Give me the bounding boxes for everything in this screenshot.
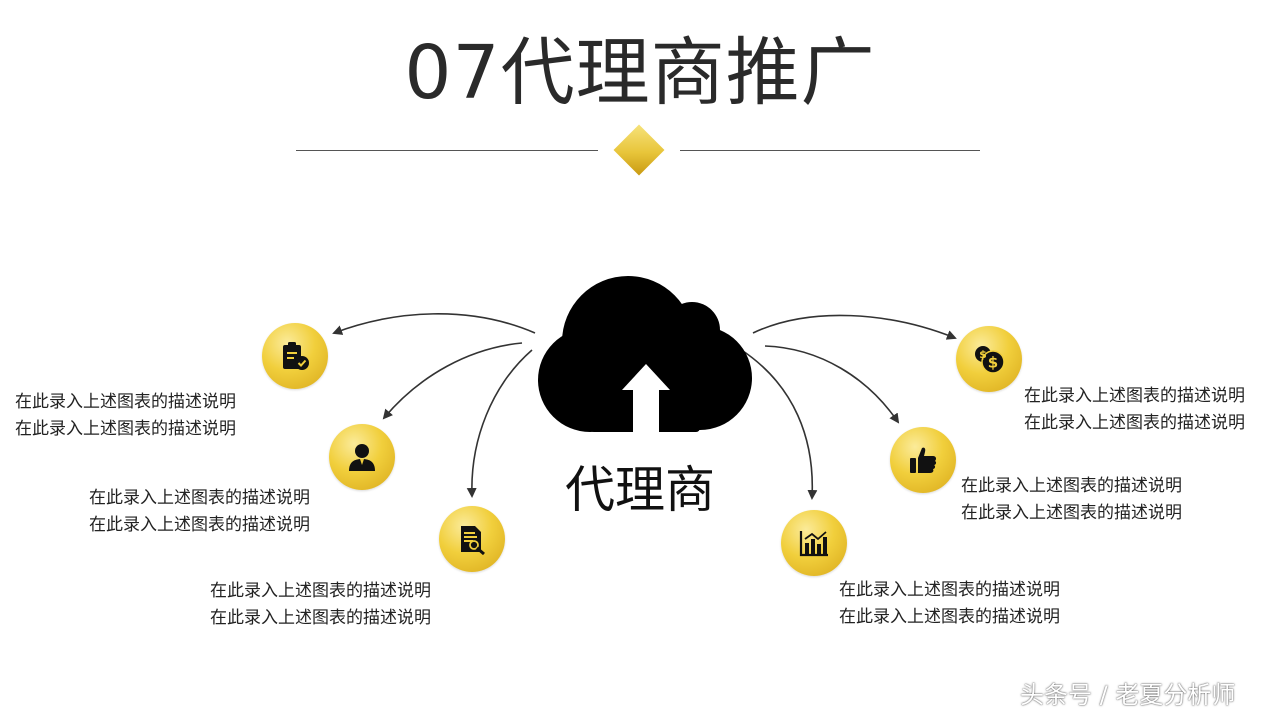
item-4-description: 在此录入上述图表的描述说明 在此录入上述图表的描述说明 [839, 577, 1060, 631]
arrow-to-item-1 [332, 313, 536, 335]
item-5-node [890, 427, 956, 493]
item-4-line-2: 在此录入上述图表的描述说明 [839, 607, 1060, 627]
item-5-line-2: 在此录入上述图表的描述说明 [961, 503, 1182, 523]
item-2-line-1: 在此录入上述图表的描述说明 [89, 488, 310, 508]
svg-text:$: $ [988, 354, 998, 372]
item-1-node [262, 323, 328, 389]
item-5-description: 在此录入上述图表的描述说明 在此录入上述图表的描述说明 [961, 473, 1182, 527]
item-4-line-1: 在此录入上述图表的描述说明 [839, 580, 1060, 600]
item-1-line-1: 在此录入上述图表的描述说明 [15, 392, 236, 412]
item-6-node: $ $ [956, 326, 1022, 392]
coins-dollar-icon: $ $ [975, 346, 1005, 374]
center-label: 代理商 [565, 461, 715, 519]
arrow-to-item-4 [739, 348, 818, 500]
item-2-line-2: 在此录入上述图表的描述说明 [89, 515, 310, 535]
page-title: 07代理商推广 [404, 30, 876, 116]
item-1-line-2: 在此录入上述图表的描述说明 [15, 419, 236, 439]
watermark: 头条号 / 老夏分析师 [1020, 681, 1236, 709]
item-3-description: 在此录入上述图表的描述说明 在此录入上述图表的描述说明 [210, 578, 431, 632]
item-3-line-2: 在此录入上述图表的描述说明 [210, 608, 431, 628]
item-1-description: 在此录入上述图表的描述说明 在此录入上述图表的描述说明 [15, 389, 236, 443]
item-4-node [781, 510, 847, 576]
thumbs-up-icon [910, 447, 937, 473]
item-3-line-1: 在此录入上述图表的描述说明 [210, 581, 431, 601]
person-icon [349, 444, 375, 471]
bar-chart-icon [799, 531, 828, 557]
item-6-line-1: 在此录入上述图表的描述说明 [1024, 386, 1245, 406]
arrow-to-item-2 [382, 342, 523, 420]
document-search-icon [461, 526, 485, 555]
item-2-node [329, 424, 395, 490]
item-5-line-1: 在此录入上述图表的描述说明 [961, 476, 1182, 496]
arrow-to-item-5 [764, 345, 900, 424]
arrow-to-item-3 [466, 349, 533, 498]
svg-text:$: $ [979, 348, 987, 361]
title-divider-left [296, 150, 598, 151]
item-6-description: 在此录入上述图表的描述说明 在此录入上述图表的描述说明 [1024, 383, 1245, 437]
title-divider-right [680, 150, 980, 151]
item-6-line-2: 在此录入上述图表的描述说明 [1024, 413, 1245, 433]
cloud-upload-icon [538, 276, 752, 432]
item-2-description: 在此录入上述图表的描述说明 在此录入上述图表的描述说明 [89, 485, 310, 539]
item-3-node [439, 506, 505, 572]
clipboard-check-icon [283, 342, 309, 370]
arrow-to-item-6 [752, 314, 957, 340]
